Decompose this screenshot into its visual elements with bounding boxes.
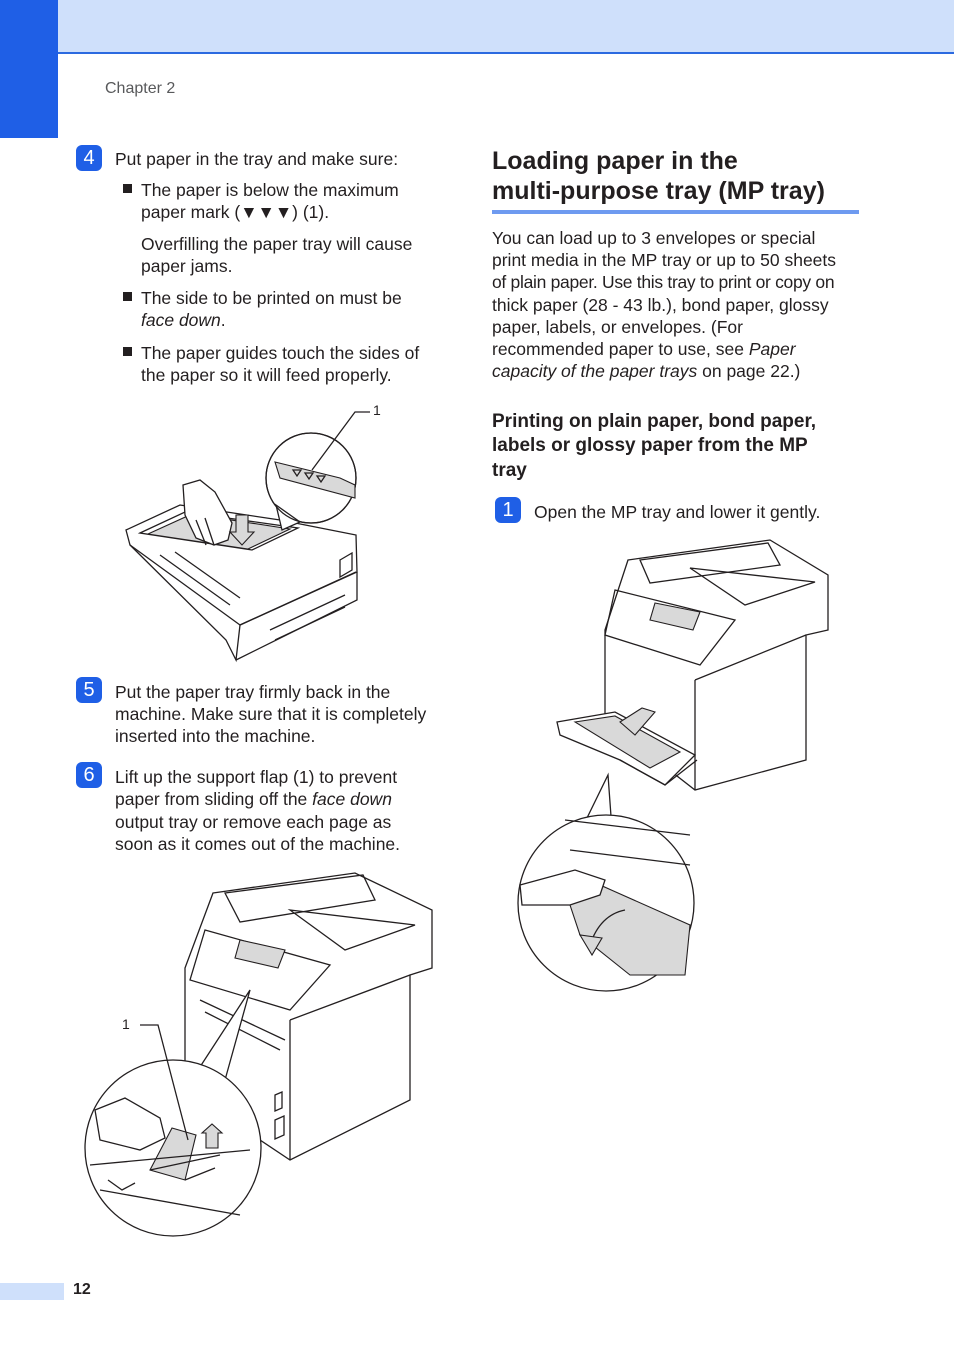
intro-line-3: of plain paper. Use this tray to print o… [492,272,835,292]
subheading-line-1: Printing on plain paper, bond paper, [492,411,817,432]
step-1-text: Open the MP tray and lower it gently. [534,502,821,522]
intro-line-7: capacity of the paper trays on page 22.) [492,361,801,381]
face-down-emphasis: face down [141,310,221,330]
bullet-2-line-2: face down. [141,310,226,330]
step-6-line-3: output tray or remove each page as [115,812,392,832]
bullet-1-line-2: paper mark (▼▼▼) (1). [141,202,330,222]
bullet-1-line-1: The paper is below the maximum [141,180,399,200]
page-number-bar [0,1283,64,1300]
callout-label: 1 [373,402,381,418]
step-6-badge: 6 [76,762,102,788]
intro-line-2: print media in the MP tray or up to 50 s… [492,250,837,270]
bullet-3-line-2: the paper so it will feed properly. [141,365,392,385]
chapter-label: Chapter 2 [105,80,176,97]
callout-label: 1 [122,1016,130,1032]
bullet-icon [123,184,132,193]
subheading-line-2: labels or glossy paper from the MP [492,435,808,456]
note-line-2: paper jams. [141,256,233,276]
subheading-line-3: tray [492,460,527,481]
step-1-badge: 1 [495,497,521,523]
step-5-line-2: machine. Make sure that it is completely [115,704,427,724]
bullet-2-line-1: The side to be printed on must be [141,288,402,308]
step-6-line-2: paper from sliding off the face down [115,789,392,809]
cross-reference-link[interactable]: Paper [748,339,796,359]
note-line-1: Overfilling the paper tray will cause [141,234,413,254]
section-heading-line-1: Loading paper in the [492,147,738,175]
cross-reference-link[interactable]: capacity of the paper trays [492,361,698,381]
intro-line-6: recommended paper to use, see Paper [492,339,796,359]
step-4-badge: 4 [76,145,102,171]
bullet-3-line-1: The paper guides touch the sides of [141,343,420,363]
header-band [0,0,954,54]
bullet-icon [123,347,132,356]
page-number: 12 [73,1281,91,1298]
step-5-line-3: inserted into the machine. [115,726,316,746]
bullet-icon [123,292,132,301]
intro-line-5: paper, labels, or envelopes. (For [492,317,743,337]
intro-line-1: You can load up to 3 envelopes or specia… [492,228,816,248]
section-heading-line-2: multi-purpose tray (MP tray) [492,177,825,205]
heading-underline [492,210,859,214]
step-5-badge: 5 [76,677,102,703]
intro-line-4: thick paper (28 - 43 lb.), bond paper, g… [492,295,829,315]
step-5-line-1: Put the paper tray firmly back in the [115,682,391,702]
step-6-line-4: soon as it comes out of the machine. [115,834,401,854]
step-4-text: Put paper in the tray and make sure: [115,149,399,169]
step-6-line-1: Lift up the support flap (1) to prevent [115,767,398,787]
chapter-tab [0,0,58,138]
face-down-emphasis: face down [312,789,392,809]
